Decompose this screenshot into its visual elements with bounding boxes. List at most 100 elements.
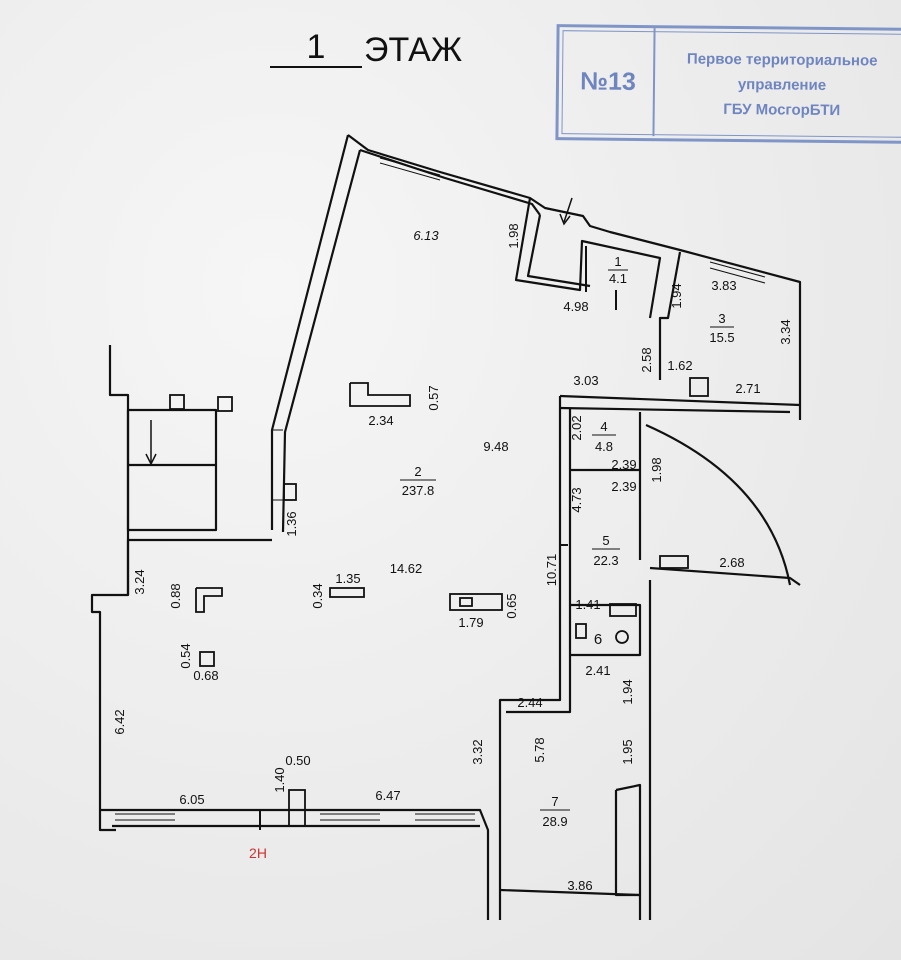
column-1 (169, 394, 185, 410)
wall-room-1-inner (526, 214, 591, 288)
dim-1-98: 1.98 (506, 223, 521, 248)
dim-0-54: 0.54 (178, 643, 193, 668)
wall-room-3-south (559, 394, 802, 420)
wall-room-1 (514, 197, 662, 319)
dim-4-73: 4.73 (569, 487, 584, 512)
dim-2-58: 2.58 (639, 347, 654, 372)
dim-2-34: 2.34 (368, 413, 393, 428)
dim-1-41: 1.41 (575, 597, 600, 612)
dim-2-41: 2.41 (585, 663, 610, 678)
room-1-number: 1 (614, 254, 621, 269)
dim-1-62: 1.62 (667, 358, 692, 373)
room-4-area: 4.8 (595, 439, 613, 454)
toilet-bowl (615, 630, 629, 644)
dim-3-83: 3.83 (711, 278, 736, 293)
column-2 (217, 396, 233, 412)
entry-arrows (145, 197, 573, 466)
window-room3-b (709, 267, 766, 284)
floor-title: ЭТАЖ (364, 31, 463, 69)
column-5 (449, 593, 503, 611)
column-7 (199, 651, 215, 667)
fixtures (169, 377, 709, 827)
wall-north-west (347, 134, 802, 405)
column-corner (195, 587, 223, 613)
dim-3-24: 3.24 (132, 569, 147, 594)
window-north-1 (379, 157, 441, 176)
dim-1-36: 1.36 (284, 511, 299, 536)
wall-corridor-west (498, 396, 562, 920)
window-north-2 (379, 162, 441, 181)
room-labels: 1 4.1 2 237.8 3 15.5 4 4.8 5 22.3 6 7 28… (400, 254, 735, 829)
dim-2-68: 2.68 (719, 555, 744, 570)
column-8 (288, 789, 306, 827)
arrow-stairs-icon (145, 453, 157, 466)
room-2-area: 237.8 (402, 483, 435, 498)
column-6 (459, 597, 473, 607)
room-7-area: 28.9 (542, 814, 567, 829)
dim-1-40: 1.40 (272, 767, 287, 792)
dim-0-88: 0.88 (168, 583, 183, 608)
axis-mark: 2Н (249, 845, 267, 861)
dim-2-39a: 2.39 (611, 457, 636, 472)
toilet-tank (575, 623, 587, 639)
room-1-area: 4.1 (609, 271, 627, 286)
column-3 (283, 483, 297, 501)
dim-0-65: 0.65 (504, 593, 519, 618)
radiator-1 (689, 377, 709, 397)
floor-number: 1 (270, 28, 362, 68)
dim-3-34: 3.34 (778, 319, 793, 344)
room-3-area: 15.5 (709, 330, 734, 345)
dim-1-35: 1.35 (335, 571, 360, 586)
dim-0-68: 0.68 (193, 668, 218, 683)
dim-0-34: 0.34 (310, 583, 325, 608)
room-7-number: 7 (551, 794, 558, 809)
dim-0-57: 0.57 (426, 385, 441, 410)
dim-6-47: 6.47 (375, 788, 400, 803)
dim-0-50: 0.50 (285, 753, 310, 768)
dim-2-44: 2.44 (517, 695, 542, 710)
dim-10-71: 10.71 (544, 554, 559, 587)
dim-6-05: 6.05 (179, 792, 204, 807)
arrow-north-icon (559, 213, 571, 226)
wall-corridor-west-inner (506, 408, 572, 714)
radiator-2 (659, 555, 689, 569)
dim-1-94b: 1.94 (620, 679, 635, 704)
windows (115, 157, 766, 821)
dim-14-62: 14.62 (390, 561, 423, 576)
wall-west-inner (126, 538, 272, 595)
dim-3-86: 3.86 (567, 878, 592, 893)
room-2-number: 2 (414, 464, 421, 479)
dim-5-78: 5.78 (532, 737, 547, 762)
wall-west-outer (90, 345, 130, 832)
door-arc-room-5 (645, 423, 792, 586)
arrow-north-shaft (563, 197, 573, 223)
wall-room-3-west (658, 251, 682, 380)
dimension-labels: 6.13 1.98 4.98 1.94 3.83 3.34 2.58 1.62 … (112, 223, 793, 893)
dim-3-03: 3.03 (573, 373, 598, 388)
dimension-ticks (259, 246, 640, 830)
room-6-number: 6 (594, 631, 602, 648)
room-5-area: 22.3 (593, 553, 618, 568)
dim-2-71: 2.71 (735, 381, 760, 396)
dim-9-48: 9.48 (483, 439, 508, 454)
column-4 (329, 587, 365, 598)
column-l-shape (349, 382, 411, 407)
dim-1-79: 1.79 (458, 615, 483, 630)
wall-room-7-niche (614, 783, 642, 897)
wall-room-6 (570, 603, 642, 657)
dim-4-98: 4.98 (563, 299, 588, 314)
dim-3-32: 3.32 (470, 739, 485, 764)
wall-south (100, 808, 490, 920)
dim-1-95: 1.95 (620, 739, 635, 764)
wall-room-5-south (649, 566, 801, 586)
dim-6-13: 6.13 (413, 228, 439, 243)
dim-6-42: 6.42 (112, 709, 127, 734)
room-4-number: 4 (600, 419, 607, 434)
window-room3 (709, 261, 766, 278)
wall-room-3-south-inner (559, 406, 791, 414)
room-3-number: 3 (718, 311, 725, 326)
dim-1-98b: 1.98 (649, 457, 664, 482)
dim-2-39b: 2.39 (611, 479, 636, 494)
